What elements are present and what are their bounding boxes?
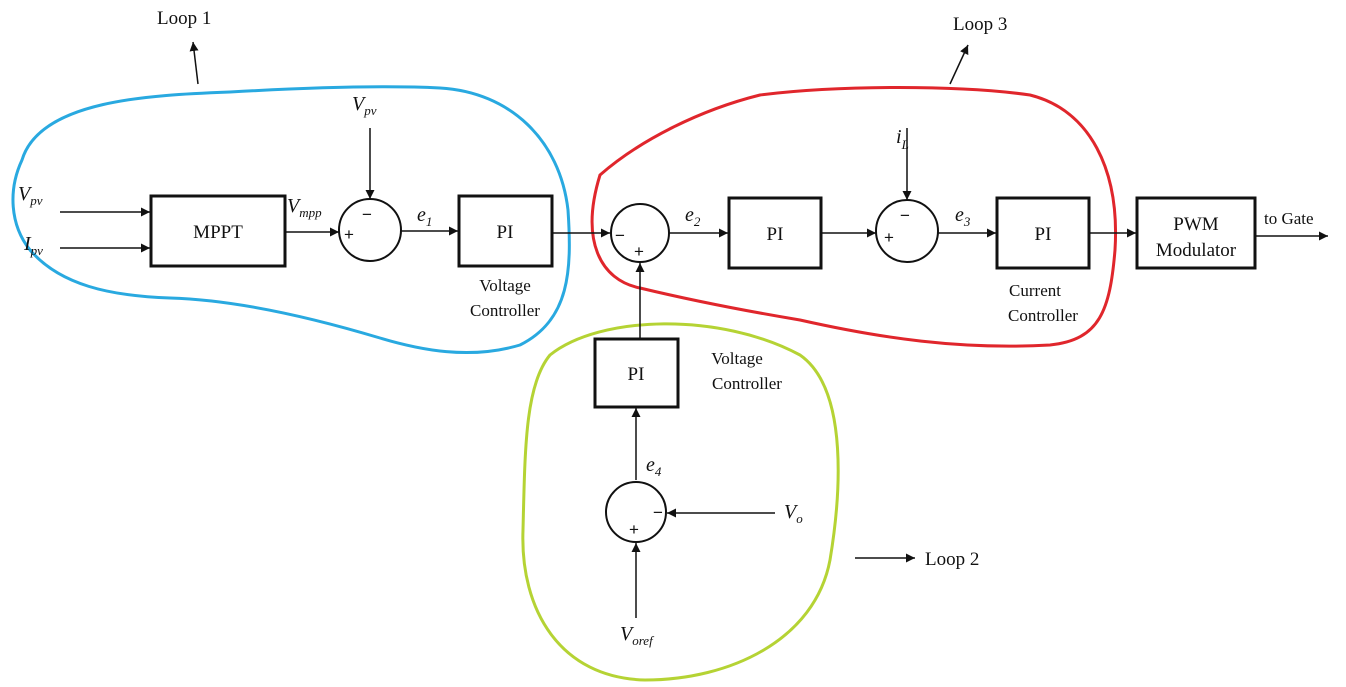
sj1-plus-sign: + xyxy=(344,225,354,244)
voref-label: Voref xyxy=(620,623,655,648)
vpv-input-label: Vpv xyxy=(18,183,43,208)
mppt-block xyxy=(149,194,287,268)
sj4-plus-sign: + xyxy=(629,520,639,539)
sj3-minus-sign: − xyxy=(900,206,910,225)
vc1-caption-line2: Controller xyxy=(470,301,540,320)
loop2-outline xyxy=(521,322,840,682)
pwm-label-line2: Modulator xyxy=(1156,240,1237,261)
sj2-plus-sign: + xyxy=(634,242,644,261)
pi-current-controller xyxy=(995,196,1091,270)
vpv-feedback-label: Vpv xyxy=(352,93,377,118)
sj3-plus-sign: + xyxy=(884,228,894,247)
e2-label: e2 xyxy=(685,204,701,229)
vc1-caption-line1: Voltage xyxy=(479,276,531,295)
vc2-caption-line1: Voltage xyxy=(711,349,763,368)
cc-caption-line1: Current xyxy=(1009,281,1061,300)
loop1-label: Loop 1 xyxy=(157,8,211,29)
ipv-input-label: Ipv xyxy=(23,233,43,258)
cc-caption-line2: Controller xyxy=(1008,306,1078,325)
summing-junction-4 xyxy=(605,481,667,543)
pi3-label: PI xyxy=(1035,224,1052,245)
pi2-label: PI xyxy=(767,224,784,245)
sj2-minus-sign: − xyxy=(615,226,625,245)
vo-label: Vo xyxy=(784,501,803,526)
pi1-label: PI xyxy=(497,222,514,243)
loop3-outline xyxy=(590,86,1118,348)
e4-label: e4 xyxy=(646,454,662,479)
loop2-label: Loop 2 xyxy=(925,549,979,570)
pi-voltage-controller-1 xyxy=(457,194,554,268)
e1-label: e1 xyxy=(417,204,432,229)
e3-label: e3 xyxy=(955,204,971,229)
mppt-label: MPPT xyxy=(193,222,243,243)
loop1-pointer-arrow xyxy=(189,41,199,85)
vmpp-label: Vmpp xyxy=(287,195,322,220)
loop3-pointer-arrow xyxy=(949,44,969,85)
vc2-caption-line2: Controller xyxy=(712,374,782,393)
loop1-outline xyxy=(11,85,571,355)
loop3-label: Loop 3 xyxy=(953,14,1007,35)
sj4-minus-sign: − xyxy=(653,503,663,522)
pi4-label: PI xyxy=(628,364,645,385)
pwm-modulator-block xyxy=(1135,196,1257,270)
pwm-label-line1: PWM xyxy=(1173,214,1219,235)
to-gate-label: to Gate xyxy=(1264,209,1314,228)
pi-voltage-controller-2 xyxy=(593,337,680,409)
sj1-minus-sign: − xyxy=(362,205,372,224)
il-label: iL xyxy=(896,126,909,152)
pi-block-2 xyxy=(727,196,823,270)
